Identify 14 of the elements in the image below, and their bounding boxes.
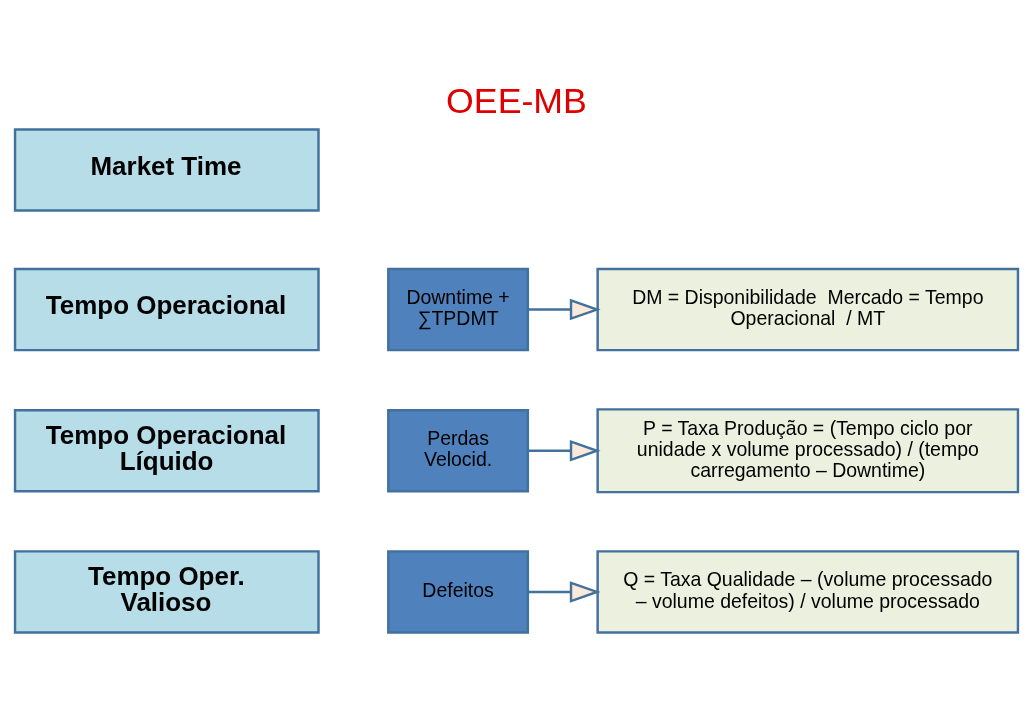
node-box: Perdas Velocid. bbox=[387, 408, 530, 493]
arrow bbox=[528, 298, 601, 320]
node-box: P = Taxa Produção = (Tempo ciclo por unidade x volume processado) / (tempo carregamento – Downtime) bbox=[596, 407, 1020, 493]
node-box: Tempo Operacional bbox=[13, 267, 320, 351]
node-box: Market Time bbox=[13, 127, 320, 212]
node-box: Tempo Oper. Valioso bbox=[13, 549, 320, 634]
node-box: Defeitos bbox=[387, 549, 530, 634]
arrow bbox=[528, 580, 601, 603]
node-box: Q = Taxa Qualidade – (volume processado – volume defeitos) / volume processado bbox=[596, 549, 1020, 634]
node-box: DM = Disponibilidade Mercado = Tempo Operacional / MT bbox=[596, 267, 1020, 351]
diagram-title: OEE-MB bbox=[446, 80, 587, 121]
node-box: Downtime + ∑TPDMT bbox=[387, 267, 530, 351]
arrow bbox=[528, 439, 601, 462]
node-box: Tempo Operacional Líquido bbox=[13, 408, 320, 493]
